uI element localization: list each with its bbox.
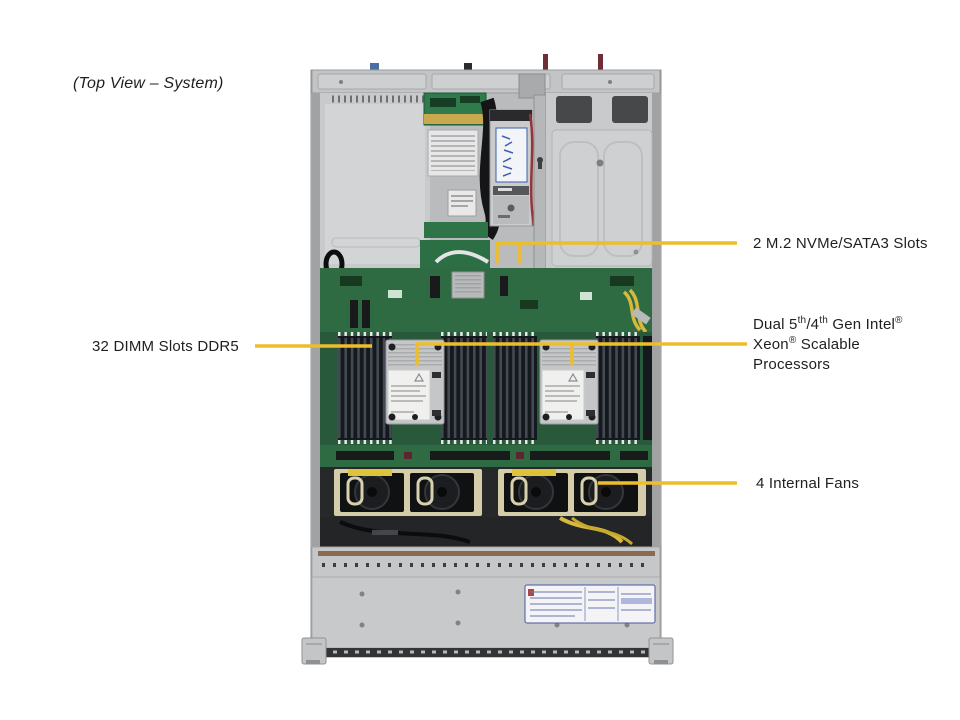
motherboard-upper	[320, 268, 652, 334]
warning-sticker	[512, 469, 556, 476]
mounting-ear-right	[648, 637, 674, 665]
dimm-bank-3	[493, 332, 537, 444]
dimm-slots-label: 32 DIMM Slots DDR5	[92, 338, 239, 355]
mounting-ear-left	[301, 637, 327, 665]
cable-channel	[320, 516, 652, 547]
right-mount-plate	[546, 93, 653, 270]
right-wall	[652, 93, 660, 547]
cpu-heatsink-right	[539, 339, 599, 425]
fan-region	[320, 467, 652, 517]
warning-sticker	[348, 469, 392, 476]
bottom-panel	[311, 576, 661, 649]
dimm-bank-1	[338, 332, 392, 444]
red-wire	[528, 113, 536, 227]
internal-fans-label: 4 Internal Fans	[756, 475, 860, 492]
chassis-top-rail	[311, 69, 661, 99]
callout-line-cpu	[415, 342, 747, 366]
m2-blue-label	[495, 127, 528, 183]
fan-tray-right	[498, 469, 646, 516]
cpu-label: Dual 5th/4th Gen Intel® Xeon® Scalable P…	[753, 315, 903, 374]
motherboard-lower	[320, 445, 652, 467]
dimm-bank-4	[596, 332, 652, 444]
m2-carrier-board	[489, 109, 536, 227]
spec-label-sticker	[524, 584, 656, 624]
fin-block	[427, 129, 479, 177]
dimm-cpu-region	[320, 332, 652, 445]
cpu-heatsink-left	[385, 339, 445, 425]
caption-top-view: (Top View – System)	[73, 75, 224, 92]
cross-bar	[311, 546, 661, 578]
m2-slots-label: 2 M.2 NVMe/SATA3 Slots	[753, 235, 928, 252]
serrated-edge	[318, 648, 655, 657]
callout-line-m2	[495, 241, 737, 263]
rear-thumb-screws	[370, 54, 603, 72]
left-drive-bay	[320, 93, 430, 279]
center-divider	[533, 94, 547, 271]
fan-tray-left	[334, 469, 482, 516]
left-wall	[312, 93, 320, 547]
dimm-bank-2	[441, 332, 487, 444]
